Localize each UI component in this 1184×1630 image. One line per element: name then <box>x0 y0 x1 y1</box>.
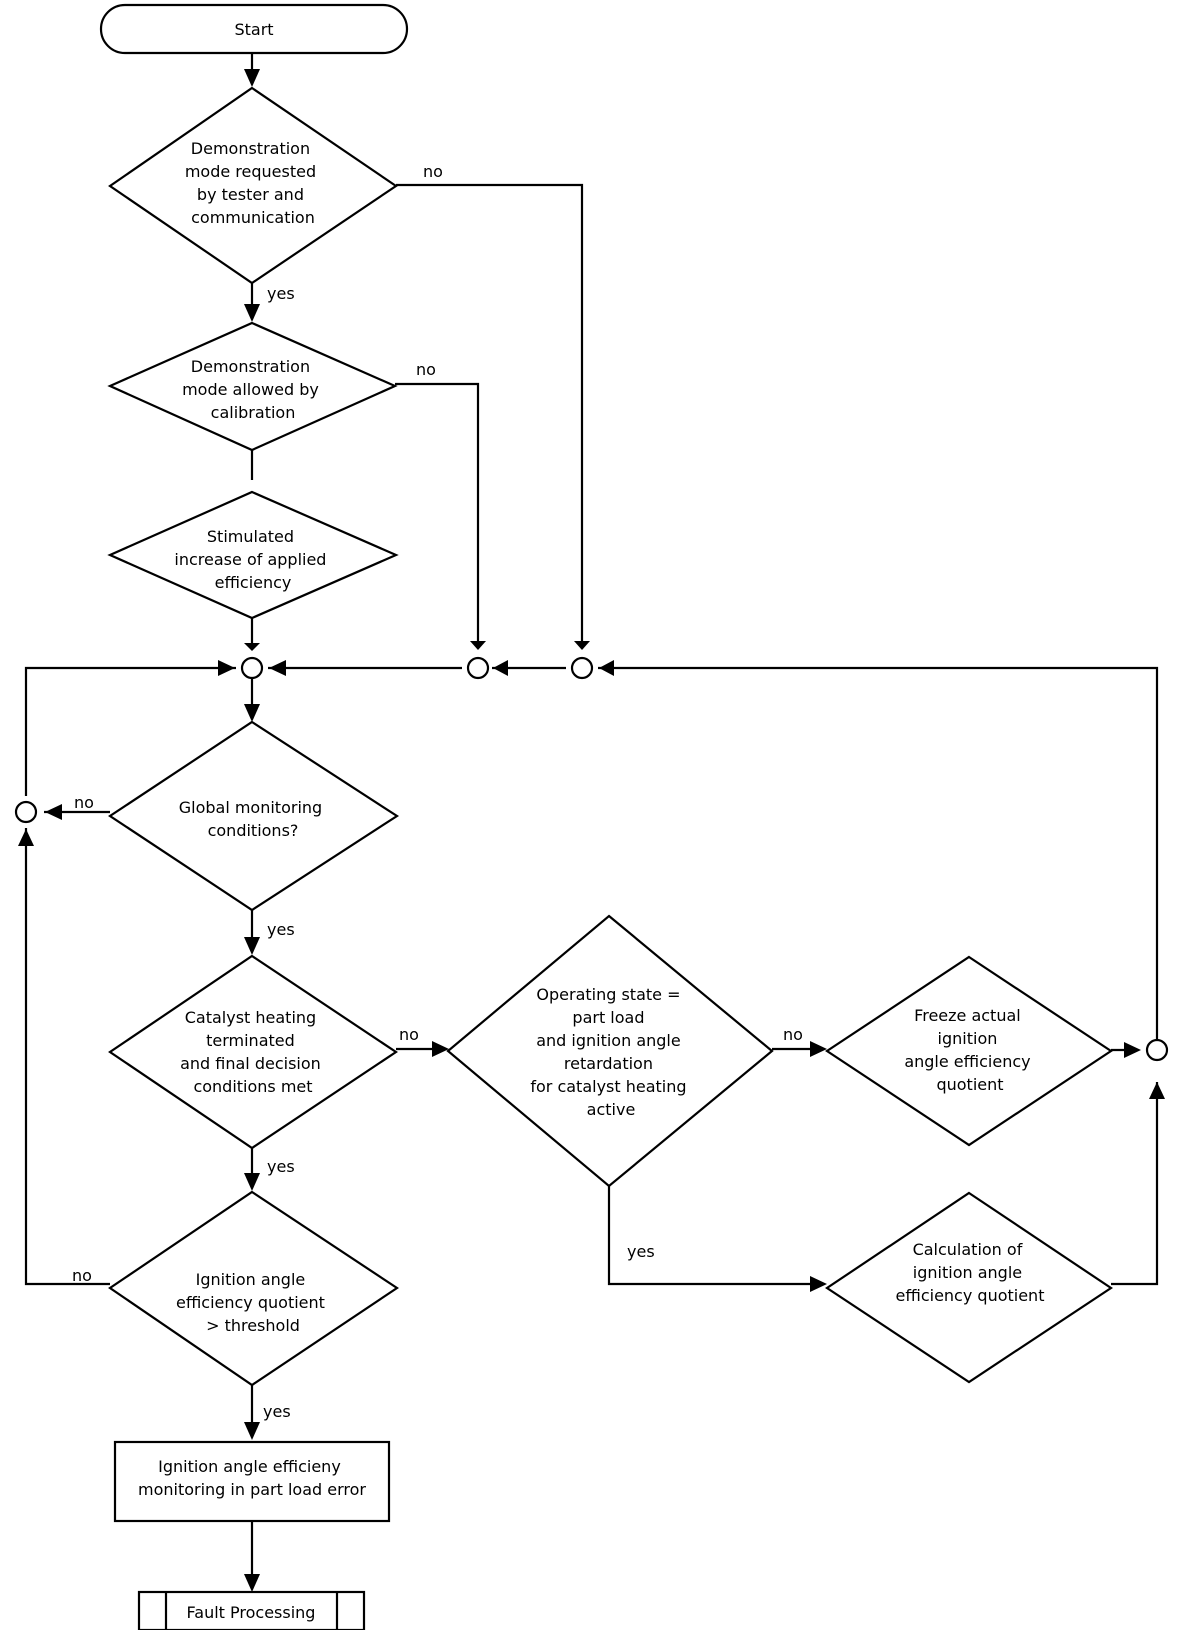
decision-demo-requested-text: Demonstration mode requested by tester a… <box>185 139 321 227</box>
arrowhead <box>244 1574 260 1592</box>
predefined-process-fault: Fault Processing <box>137 1590 366 1630</box>
arrowhead <box>244 704 260 722</box>
label-no: no <box>72 1266 92 1285</box>
decision-demo-allowed-text: Demonstration mode allowed by calibratio… <box>182 357 324 422</box>
arrowhead <box>18 829 34 846</box>
stimulated-text: Stimulated increase of applied efficienc… <box>174 527 331 592</box>
process-calculation: Calculation of ignition angle efficiency… <box>825 1191 1113 1384</box>
label-yes: yes <box>267 1157 295 1176</box>
label-yes: yes <box>267 284 295 303</box>
decision-global-conditions: Global monitoring conditions? <box>108 720 400 912</box>
process-freeze: Freeze actual ignition angle efficiency … <box>825 955 1113 1147</box>
process-error-box: Ignition angle efficieny monitoring in p… <box>113 1440 391 1523</box>
arrowhead <box>470 641 486 650</box>
label-yes: yes <box>263 1402 291 1421</box>
arrowhead <box>493 660 508 676</box>
arrowhead <box>599 660 614 676</box>
label-yes: yes <box>627 1242 655 1261</box>
junction-circle <box>14 800 38 824</box>
arrowhead <box>269 660 286 676</box>
label-no: no <box>423 162 443 181</box>
arrowhead <box>244 69 260 87</box>
decision-demo-requested: Demonstration mode requested by tester a… <box>108 86 398 285</box>
arrowhead <box>244 1422 260 1440</box>
global-conditions-text: Global monitoring conditions? <box>179 798 328 840</box>
arrowhead <box>810 1041 827 1057</box>
decision-threshold: Ignition angle efficiency quotient > thr… <box>108 1190 399 1387</box>
arrowhead <box>432 1041 449 1057</box>
error-box-text: Ignition angle efficieny monitoring in p… <box>138 1457 366 1499</box>
label-no: no <box>416 360 436 379</box>
arrowhead <box>1124 1042 1141 1058</box>
arrowheads <box>18 69 1165 1592</box>
catalyst-heating-text: Catalyst heating terminated and final de… <box>180 1008 326 1096</box>
operating-state-text: Operating state = part load and ignition… <box>530 985 691 1119</box>
calculation-text: Calculation of ignition angle efficiency… <box>896 1240 1045 1305</box>
start-terminal: Start <box>99 3 409 55</box>
start-label: Start <box>234 20 273 39</box>
decision-catalyst-heating: Catalyst heating terminated and final de… <box>108 954 398 1150</box>
arrowhead <box>1149 1082 1165 1099</box>
label-no: no <box>783 1025 803 1044</box>
arrowhead <box>244 937 260 955</box>
branch-labels: no yes no no yes no no yes yes no yes <box>72 162 803 1421</box>
fault-processing-label: Fault Processing <box>187 1603 316 1622</box>
decision-demo-allowed: Demonstration mode allowed by calibratio… <box>107 321 398 452</box>
label-yes: yes <box>267 920 295 939</box>
junction-circle <box>466 656 490 680</box>
junction-circle <box>240 656 264 680</box>
threshold-text: Ignition angle efficiency quotient > thr… <box>176 1270 330 1335</box>
arrowhead <box>810 1276 827 1292</box>
process-stimulated-increase: Stimulated increase of applied efficienc… <box>107 490 399 620</box>
arrowhead <box>45 804 62 820</box>
arrowhead <box>244 1173 260 1191</box>
label-no: no <box>74 793 94 812</box>
junction-circle <box>1145 1038 1169 1062</box>
freeze-text: Freeze actual ignition angle efficiency … <box>904 1006 1035 1094</box>
decision-operating-state: Operating state = part load and ignition… <box>446 914 774 1188</box>
arrowhead <box>574 641 590 650</box>
junctions <box>14 656 1169 1062</box>
arrowhead <box>218 660 235 676</box>
arrowhead <box>244 643 260 651</box>
junction-circle <box>570 656 594 680</box>
label-no: no <box>399 1025 419 1044</box>
arrowhead <box>244 304 260 322</box>
